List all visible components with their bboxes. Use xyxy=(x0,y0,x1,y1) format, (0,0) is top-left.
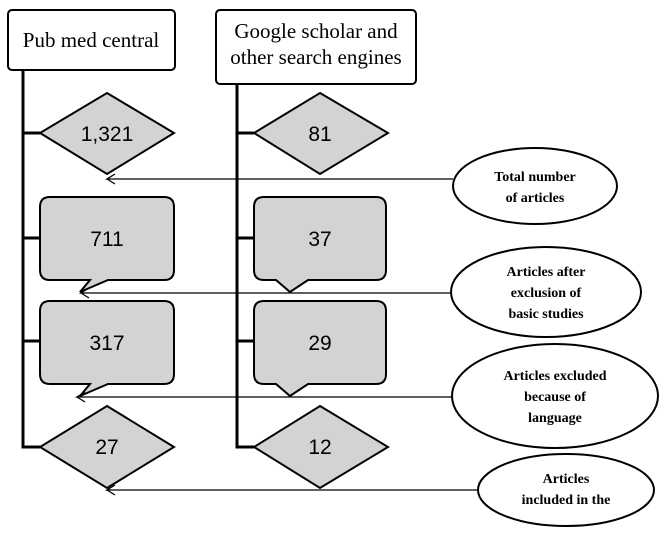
pubmed-language-callout xyxy=(39,300,175,397)
pubmed-included-value: 27 xyxy=(95,436,118,459)
included-label-line-1: Articles xyxy=(543,472,590,487)
google-language-value: 29 xyxy=(308,332,331,355)
google-basic-callout xyxy=(253,196,387,294)
total-connector xyxy=(104,173,453,185)
basic-label-line-1: Articles after xyxy=(507,265,586,280)
total-label-line-1: Total number xyxy=(494,170,576,185)
google-total-value: 81 xyxy=(308,123,331,146)
pubmed-spine xyxy=(21,70,40,449)
language-ellipse xyxy=(451,343,659,449)
google-header-line-2: other search engines xyxy=(230,45,401,69)
pubmed-total-value: 1,321 xyxy=(81,123,134,146)
pubmed-total-diamond xyxy=(38,91,176,176)
google-spine xyxy=(235,84,254,449)
pubmed-header-line-1: Pub med central xyxy=(23,28,160,52)
language-label-line-3: language xyxy=(528,411,582,426)
google-basic-value: 37 xyxy=(308,228,331,251)
basic-label-line-2: exclusion of xyxy=(511,286,582,301)
language-connector xyxy=(74,391,452,403)
included-connector xyxy=(104,484,478,496)
language-label-line-1: Articles excluded xyxy=(503,369,606,384)
pubmed-language-value: 317 xyxy=(89,332,124,355)
basic-label-line-3: basic studies xyxy=(508,307,584,322)
pubmed-included-diamond xyxy=(38,404,176,490)
pubmed-header-box xyxy=(7,9,176,71)
pubmed-basic-value: 711 xyxy=(90,228,123,251)
basic-connector xyxy=(78,287,450,299)
google-language-callout xyxy=(253,300,387,398)
included-ellipse xyxy=(477,453,655,527)
pubmed-basic-callout xyxy=(39,196,175,293)
google-included-value: 12 xyxy=(308,436,331,459)
google-header-line-1: Google scholar and xyxy=(234,19,398,43)
basic-ellipse xyxy=(450,246,642,338)
included-label-line-2: included in the xyxy=(522,493,611,508)
google-included-diamond xyxy=(252,404,390,490)
language-label-line-2: because of xyxy=(524,390,586,405)
google-total-diamond xyxy=(252,91,390,176)
total-ellipse xyxy=(452,147,618,225)
total-label-line-2: of articles xyxy=(506,191,565,206)
google-header-box xyxy=(215,9,417,85)
